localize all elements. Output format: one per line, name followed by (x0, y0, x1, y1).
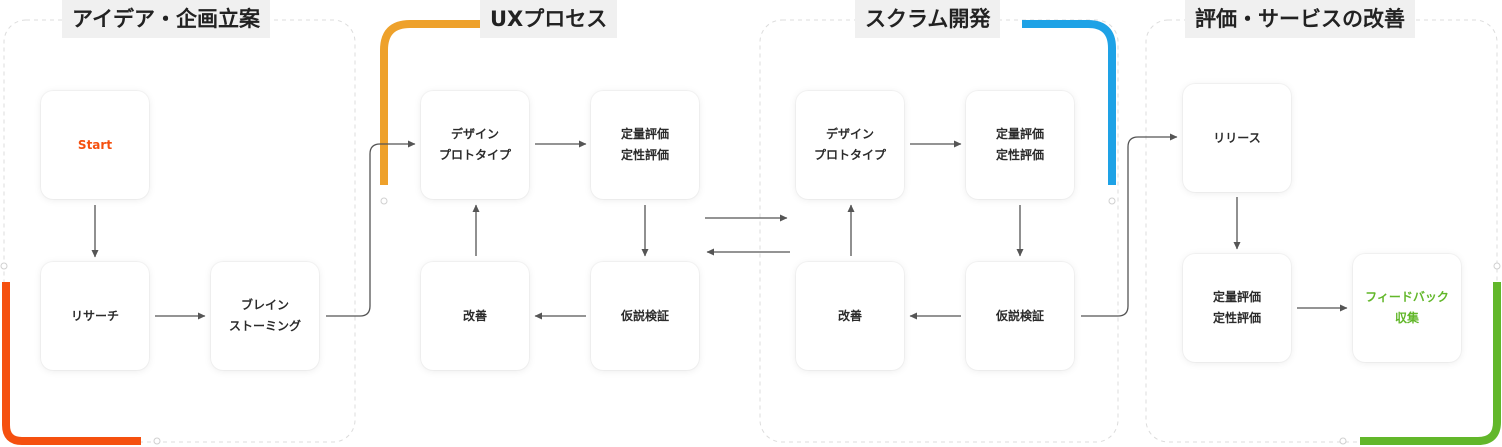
node-label: デザイン プロトタイプ (438, 127, 511, 162)
phase-title-release: 評価・サービスの改善 (1185, 0, 1415, 38)
endpoint-circle (1339, 437, 1347, 445)
node-label: ブレイン ストーミング (228, 298, 301, 333)
node-label: 仮説検証 (995, 308, 1044, 323)
endpoint-circle (153, 437, 161, 445)
scrum-accent-line (1022, 20, 1116, 185)
node-label: 定量評価 定性評価 (620, 127, 669, 162)
phase-title-idea: アイデア・企画立案 (62, 0, 270, 38)
node-label: リサーチ (70, 308, 119, 323)
node-scrum-evaluation: 定量評価 定性評価 (966, 91, 1074, 199)
node-label: 仮説検証 (620, 308, 669, 323)
node-start: Start (41, 91, 149, 199)
ux-accent-line (380, 20, 480, 185)
node-scrum-design-prototype: デザイン プロトタイプ (796, 91, 904, 199)
node-label: 定量評価 定性評価 (1212, 290, 1261, 325)
node-ux-design-prototype: デザイン プロトタイプ (421, 91, 529, 199)
node-ux-evaluation: 定量評価 定性評価 (591, 91, 699, 199)
node-feedback-collection: フィードバック 収集 (1353, 254, 1461, 362)
node-label: 定量評価 定性評価 (995, 127, 1044, 162)
arrow-scrum-hypo-to-release (1081, 133, 1178, 317)
endpoint-circle (380, 197, 388, 205)
node-release-evaluation: 定量評価 定性評価 (1183, 254, 1291, 362)
node-scrum-improve: 改善 (796, 262, 904, 370)
node-label: Start (77, 137, 113, 152)
node-ux-improve: 改善 (421, 262, 529, 370)
node-label: デザイン プロトタイプ (813, 127, 886, 162)
phase-title-scrum: スクラム開発 (855, 0, 1001, 38)
phase-frame-idea (3, 19, 356, 443)
node-release: リリース (1183, 84, 1291, 192)
node-brainstorm: ブレイン ストーミング (211, 262, 319, 370)
node-label: 改善 (462, 308, 487, 323)
endpoint-circle (0, 262, 8, 270)
release-accent-line (1360, 282, 1501, 445)
endpoint-circle (1493, 262, 1501, 270)
node-label: リリース (1213, 130, 1261, 145)
phase-frame-scrum (759, 19, 1119, 443)
phase-title-ux: UXプロセス (480, 0, 618, 38)
endpoint-circle (1108, 197, 1116, 205)
node-label: フィードバック 収集 (1365, 290, 1449, 325)
arrow-brainstorm-to-ux-design (326, 140, 416, 317)
node-research: リサーチ (41, 262, 149, 370)
node-ux-hypothesis: 仮説検証 (591, 262, 699, 370)
node-scrum-hypothesis: 仮説検証 (966, 262, 1074, 370)
idea-accent-line (2, 282, 141, 445)
node-label: 改善 (837, 308, 862, 323)
